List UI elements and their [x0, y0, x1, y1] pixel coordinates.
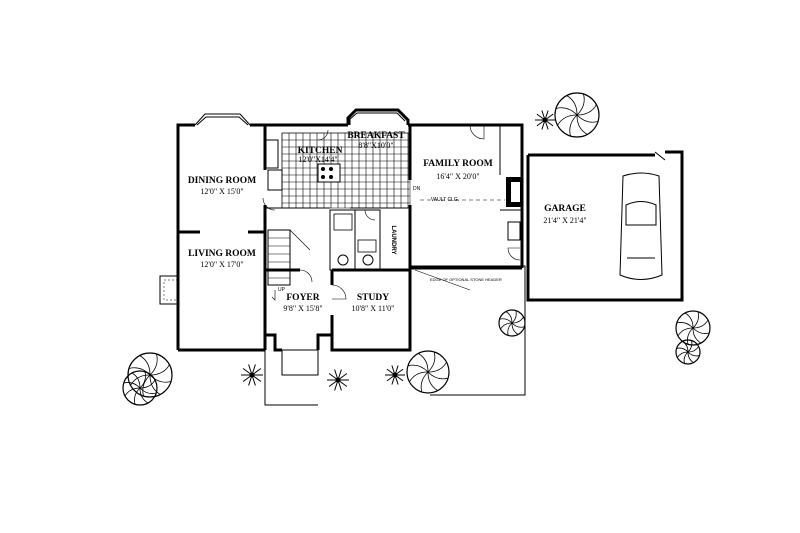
- shrub-entry: [327, 369, 349, 391]
- dining-room-size: 12'0" X 15'0": [200, 187, 243, 196]
- up-marker: UP: [278, 287, 286, 293]
- foyer-label: FOYER: [286, 293, 319, 303]
- landscape-trees: [122, 92, 711, 406]
- kitchen-size: 12'0"X14'4": [298, 155, 337, 164]
- tree-right-1: [675, 310, 711, 346]
- tree-bottom-left-1: [127, 352, 173, 398]
- living-fireplace: [159, 275, 179, 305]
- kitchen-tile-grid: [281, 132, 411, 209]
- family-room-size: 16'4" X 20'0": [436, 172, 479, 181]
- interior-walls: [178, 125, 522, 335]
- tree-porch: [498, 309, 526, 337]
- breakfast-size: 8'8"X10'0": [358, 141, 393, 150]
- porch-outline: [264, 265, 526, 406]
- family-room-label: FAMILY ROOM: [423, 159, 493, 169]
- breakfast-label: BREAKFAST: [347, 131, 405, 141]
- tree-bottom-left-2: [122, 370, 158, 406]
- garage: [526, 150, 684, 302]
- car-icon: [619, 172, 663, 280]
- study-label: STUDY: [357, 293, 389, 303]
- study-size: 10'8" X 11'0": [352, 304, 395, 313]
- tree-bottom-center: [406, 350, 450, 394]
- shrub-bottom-left: [241, 364, 263, 386]
- door-swings: [262, 124, 521, 300]
- living-room-size: 12'0" X 17'0": [200, 260, 243, 269]
- tree-top-right: [554, 92, 600, 138]
- vault-ceiling-note: VAULT CLG.: [431, 197, 459, 203]
- laundry-label: LAUNDRY: [390, 225, 396, 254]
- shrub-top-right: [535, 110, 555, 130]
- kitchen-label: KITCHEN: [298, 146, 343, 156]
- stairs: [267, 229, 311, 301]
- tree-right-2: [675, 339, 701, 365]
- dining-room-label: DINING ROOM: [188, 176, 256, 186]
- porch-note: EDGE OF OPTIONAL STONE HEADER: [430, 277, 502, 282]
- garage-label: GARAGE: [544, 204, 586, 214]
- foyer-size: 9'8" X 15'8": [283, 304, 322, 313]
- exterior-walls: [176, 108, 524, 352]
- down-marker: DN: [413, 186, 421, 192]
- living-room-label: LIVING ROOM: [188, 249, 256, 259]
- room-labels: DINING ROOM 12'0" X 15'0" LIVING ROOM 12…: [188, 131, 587, 313]
- shrub-bottom-center: [385, 365, 405, 385]
- kitchen-fixtures: [265, 139, 377, 266]
- garage-size: 21'4" X 21'4": [543, 216, 586, 225]
